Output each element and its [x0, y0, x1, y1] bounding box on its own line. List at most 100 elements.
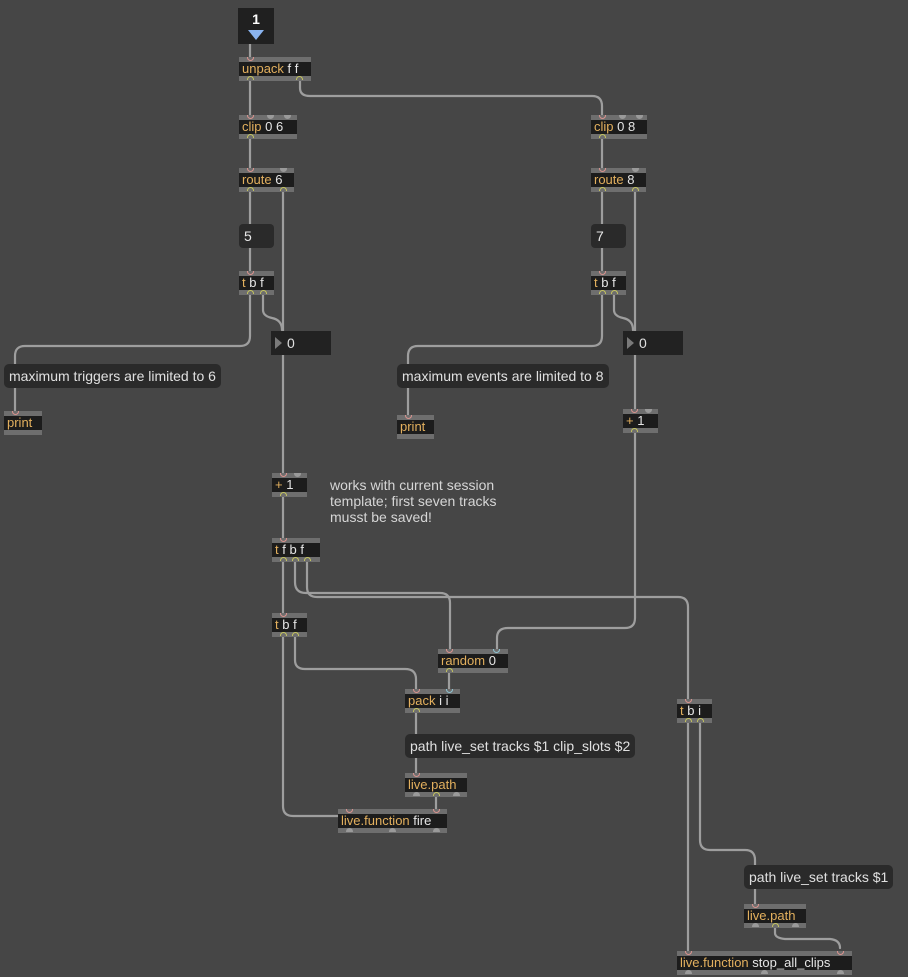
live-function-stop-all-clips-object[interactable]: live.function stop_all_clips [677, 951, 852, 975]
message-path-clip-slots[interactable]: path live_set tracks $1 clip_slots $2 [405, 734, 636, 758]
trigger-b-f-object[interactable]: t b f [272, 613, 307, 637]
outlet[interactable] [792, 923, 799, 927]
print-object[interactable]: print [397, 415, 434, 439]
clip-0-8-object[interactable]: clip 0 8 [591, 115, 647, 139]
object-class: clip [594, 119, 614, 134]
outlet[interactable] [599, 187, 606, 191]
inlet[interactable] [631, 409, 638, 413]
inlet[interactable] [247, 115, 254, 119]
outlet[interactable] [389, 828, 396, 832]
inlet[interactable] [247, 57, 254, 61]
inlet[interactable] [446, 689, 453, 693]
inlet[interactable] [685, 951, 692, 955]
outlet[interactable] [599, 134, 606, 138]
outlet[interactable] [752, 923, 759, 927]
outlet[interactable] [280, 632, 287, 636]
inlet[interactable] [599, 271, 606, 275]
object-args: b f [282, 617, 297, 632]
plus-1-object[interactable]: + 1 [272, 473, 307, 497]
outlet[interactable] [599, 290, 606, 294]
number-box-right[interactable]: 0 [623, 331, 683, 355]
inlet[interactable] [405, 415, 412, 419]
inlet[interactable] [685, 699, 692, 703]
outlet[interactable] [260, 290, 267, 294]
number-box-left[interactable]: 0 [271, 331, 331, 355]
inlet[interactable] [619, 115, 626, 119]
inlet[interactable] [599, 168, 606, 172]
tab-number-selector[interactable]: 1 [238, 8, 274, 44]
outlet[interactable] [247, 76, 254, 80]
plus-1-object[interactable]: + 1 [623, 409, 658, 433]
outlet[interactable] [247, 187, 254, 191]
outlet[interactable] [685, 970, 692, 974]
inlet[interactable] [280, 538, 287, 542]
outlet[interactable] [247, 134, 254, 138]
random-object[interactable]: random 0 [438, 649, 508, 673]
inlet[interactable] [346, 809, 353, 813]
message-max-events[interactable]: maximum events are limited to 8 [397, 364, 609, 388]
inlet[interactable] [247, 168, 254, 172]
inlet[interactable] [493, 649, 500, 653]
outlet[interactable] [280, 492, 287, 496]
inlet[interactable] [284, 115, 291, 119]
outlet[interactable] [280, 557, 287, 561]
outlet[interactable] [446, 668, 453, 672]
outlet[interactable] [772, 923, 779, 927]
outlet[interactable] [697, 718, 704, 722]
inlet[interactable] [599, 115, 606, 119]
inlet[interactable] [247, 271, 254, 275]
print-object[interactable]: print [4, 411, 42, 435]
trigger-b-i-object[interactable]: t b i [677, 699, 712, 723]
dropdown-triangle-icon[interactable] [248, 30, 264, 40]
inlet[interactable] [12, 411, 19, 415]
inlet[interactable] [837, 951, 844, 955]
message-max-triggers[interactable]: maximum triggers are limited to 6 [4, 364, 221, 388]
outlet[interactable] [304, 557, 311, 561]
inlet[interactable] [413, 689, 420, 693]
outlet[interactable] [453, 792, 460, 796]
outlet[interactable] [611, 290, 618, 294]
inlet[interactable] [280, 613, 287, 617]
outlet[interactable] [685, 718, 692, 722]
outlet[interactable] [346, 828, 353, 832]
outlet[interactable] [433, 828, 440, 832]
pack-object[interactable]: pack i i [405, 689, 460, 713]
patch-cord [293, 560, 452, 652]
inlet[interactable] [280, 473, 287, 477]
inlet[interactable] [280, 168, 287, 172]
outlet[interactable] [296, 76, 303, 80]
unpack-object[interactable]: unpack f f [239, 57, 311, 81]
inlet[interactable] [636, 115, 643, 119]
clip-0-6-object[interactable]: clip 0 6 [239, 115, 297, 139]
inlet[interactable] [632, 168, 639, 172]
inlet[interactable] [267, 115, 274, 119]
outlet[interactable] [631, 428, 638, 432]
outlet[interactable] [761, 970, 768, 974]
outlet[interactable] [247, 290, 254, 294]
outlet[interactable] [837, 970, 844, 974]
inlet[interactable] [446, 649, 453, 653]
outlet[interactable] [413, 792, 420, 796]
route-6-object[interactable]: route 6 [239, 168, 294, 192]
live-path-object[interactable]: live.path [744, 904, 806, 928]
outlet[interactable] [413, 708, 420, 712]
inlet[interactable] [294, 473, 301, 477]
route-8-object[interactable]: route 8 [591, 168, 646, 192]
inlet[interactable] [433, 809, 440, 813]
inlet[interactable] [752, 904, 759, 908]
message-path-tracks[interactable]: path live_set tracks $1 [744, 865, 894, 889]
integer-box-7[interactable]: 7 [591, 224, 626, 248]
inlet[interactable] [645, 409, 652, 413]
live-path-object[interactable]: live.path [405, 773, 467, 797]
trigger-b-f-object[interactable]: t b f [591, 271, 626, 295]
outlet[interactable] [292, 632, 299, 636]
outlet[interactable] [280, 187, 287, 191]
outlet[interactable] [632, 187, 639, 191]
inlet[interactable] [413, 773, 420, 777]
integer-box-5[interactable]: 5 [239, 224, 274, 248]
outlet[interactable] [433, 792, 440, 796]
outlet[interactable] [292, 557, 299, 561]
live-function-fire-object[interactable]: live.function fire [338, 809, 447, 833]
trigger-f-b-f-object[interactable]: t f b f [272, 538, 320, 562]
trigger-b-f-object[interactable]: t b f [239, 271, 274, 295]
